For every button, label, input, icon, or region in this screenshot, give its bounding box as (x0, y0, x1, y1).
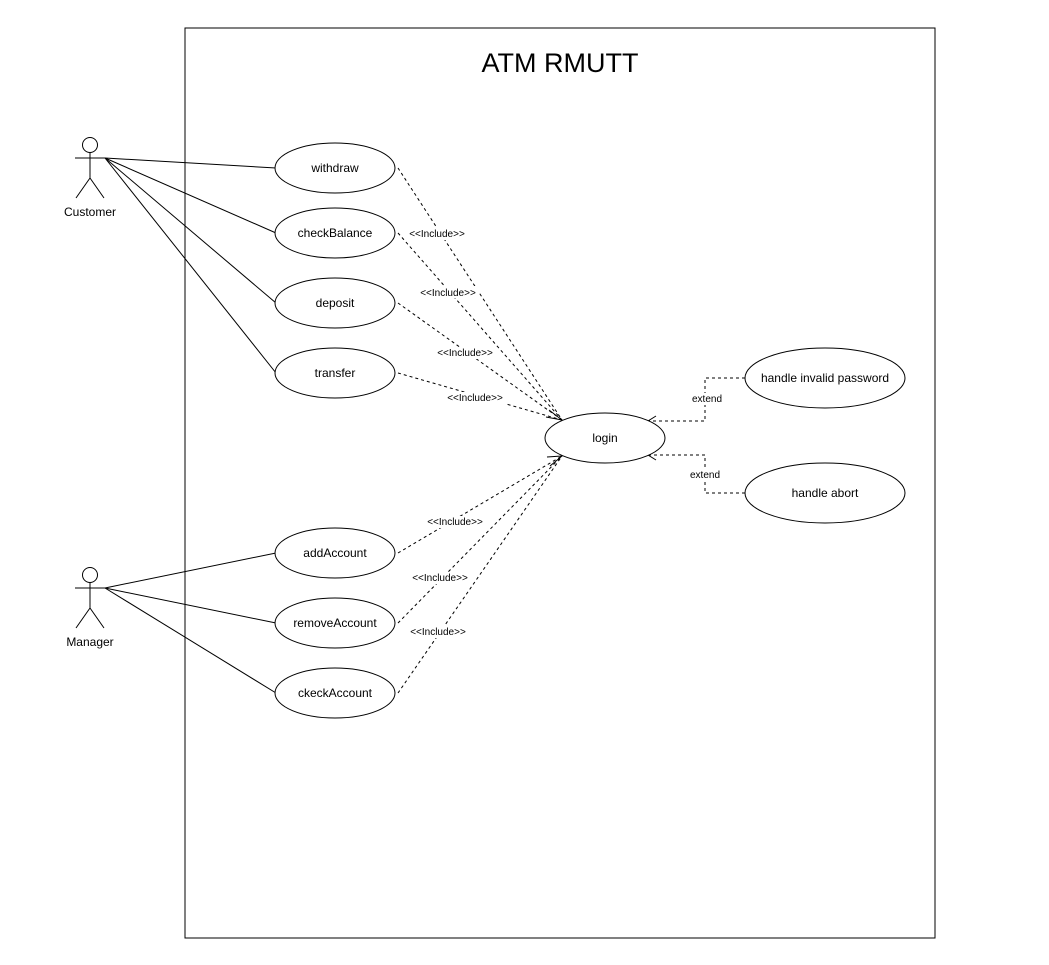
actor-associations (104, 157, 277, 694)
use-case-shape[interactable] (274, 527, 396, 579)
actor-label: Customer (64, 205, 116, 219)
association-manager-addaccount (104, 552, 277, 589)
extend-line-abort (648, 454, 745, 494)
use-case-shape[interactable] (274, 347, 396, 399)
use-case-shape[interactable] (744, 462, 906, 524)
use-case-withdraw[interactable]: withdraw (274, 142, 396, 194)
arrowhead-icon (545, 409, 563, 421)
use-case-shape[interactable] (544, 412, 666, 464)
include-label: <<Include>> (427, 517, 483, 528)
include-label: <<Include>> (447, 393, 503, 404)
use-case-label: transfer (315, 366, 356, 380)
include-label: <<Include>> (437, 348, 493, 359)
use-case-label: deposit (316, 296, 355, 310)
include-line-withdraw (397, 167, 563, 421)
use-case-checkbalance[interactable]: checkBalance (274, 207, 396, 259)
extend-label: extend (692, 394, 722, 405)
use-case-shape[interactable] (274, 142, 396, 194)
use-case-shape[interactable] (274, 277, 396, 329)
actor-manager[interactable]: Manager (66, 567, 114, 650)
include-label: <<Include>> (410, 627, 466, 638)
use-case-addaccount[interactable]: addAccount (274, 527, 396, 579)
arrowhead-icon (546, 455, 564, 467)
use-case-label: login (592, 431, 617, 445)
use-case-shape[interactable] (274, 667, 396, 719)
actor-label: Manager (66, 635, 113, 649)
use-case-label: ckeckAccount (298, 686, 373, 700)
actor-customer[interactable]: Customer (64, 137, 116, 220)
stick-figure-icon (75, 567, 105, 629)
system-title: ATM RMUTT (482, 48, 639, 78)
use-case-shape[interactable] (274, 207, 396, 259)
include-line-addaccount (397, 455, 563, 554)
use-case-transfer[interactable]: transfer (274, 347, 396, 399)
include-label: <<Include>> (412, 573, 468, 584)
use-case-label: handle abort (792, 486, 859, 500)
use-case-checkaccount[interactable]: ckeckAccount (274, 667, 396, 719)
extend-label: extend (690, 470, 720, 481)
association-customer-checkbalance (104, 157, 277, 234)
use-case-handle-invalid-password[interactable]: handle invalid password (744, 347, 906, 409)
use-case-shape[interactable] (274, 597, 396, 649)
association-customer-withdraw (104, 157, 277, 169)
use-case-removeaccount[interactable]: removeAccount (274, 597, 396, 649)
use-case-deposit[interactable]: deposit (274, 277, 396, 329)
association-customer-transfer (104, 157, 277, 374)
use-case-label: checkBalance (298, 226, 373, 240)
use-case-label: removeAccount (293, 616, 377, 630)
include-label: <<Include>> (420, 288, 476, 299)
use-case-label: addAccount (303, 546, 367, 560)
use-case-shape[interactable] (744, 347, 906, 409)
association-customer-deposit (104, 157, 277, 304)
use-case-label: handle invalid password (761, 371, 889, 385)
use-case-login[interactable]: login (544, 412, 666, 464)
association-manager-removeaccount (104, 587, 277, 624)
use-case-handle-abort[interactable]: handle abort (744, 462, 906, 524)
relation-labels: <<Include>> <<Include>> <<Include>> <<In… (406, 228, 725, 638)
use-case-label: withdraw (310, 161, 359, 175)
stick-figure-icon (75, 137, 105, 199)
include-label: <<Include>> (409, 229, 465, 240)
association-manager-checkaccount (104, 587, 277, 694)
include-line-checkaccount (397, 455, 563, 694)
